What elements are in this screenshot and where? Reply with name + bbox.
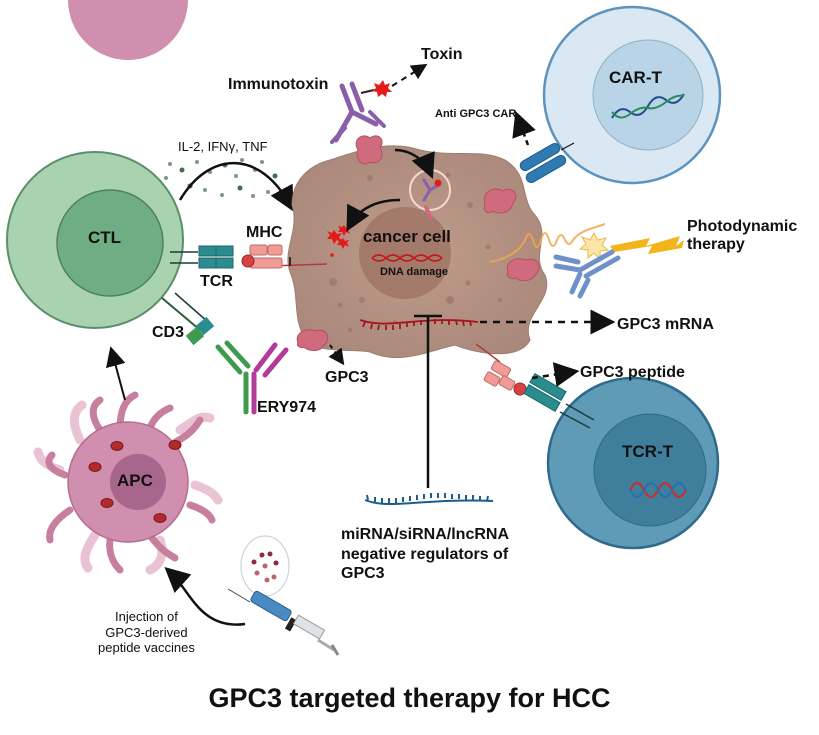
car-t-cell [542, 5, 722, 185]
gpc3-mrna [359, 319, 479, 331]
rna-regulators-label: miRNA/siRNA/lncRNA negative regulators o… [341, 526, 510, 583]
mhc-complex [241, 244, 283, 269]
mhc-peptide-complex [483, 360, 527, 396]
cancer-nucleus [359, 207, 451, 299]
regulatory-rna [364, 493, 494, 506]
tcr-t-receptor [523, 372, 595, 429]
light-wave [489, 223, 606, 263]
cancer-vesicles [329, 172, 502, 333]
dna-damage-helix [371, 254, 443, 262]
internalization-arrow [394, 148, 435, 179]
gpc3-mrna-label: GPC3 mRNA [617, 316, 714, 333]
apc-nucleus [110, 454, 166, 510]
car-arrow [512, 110, 536, 146]
ctl-cell [6, 151, 184, 329]
gpc3-peptide-label: GPC3 peptide [580, 364, 685, 381]
tcr-label: TCR [200, 273, 233, 290]
tcr-t-nucleus [593, 413, 707, 527]
car-t-dna [611, 93, 685, 119]
dna-damage-label: DNA damage [380, 266, 449, 278]
tcr-t-dna [629, 482, 687, 498]
immunotoxin-antibody [330, 81, 386, 144]
mhc-label: MHC [246, 224, 283, 241]
apc-label: APC [117, 471, 153, 490]
tcr-t-label: TCR-T [622, 442, 673, 461]
cytokines-label: IL-2, IFNγ, TNF [178, 139, 268, 154]
peptide-arrow [531, 362, 580, 387]
gpc3-protein [506, 258, 540, 282]
vaccine-arrow [164, 566, 246, 626]
vaccine-label: Injection of GPC3-derived peptide vaccin… [98, 609, 195, 656]
gpc3-label: GPC3 [325, 369, 369, 386]
toxin-dot [434, 179, 442, 187]
tcr-t-cell [546, 376, 720, 550]
figure-title: GPC3 targeted therapy for HCC [208, 683, 611, 713]
photodynamic-antibody [553, 249, 621, 299]
apc-granules [88, 440, 182, 523]
ctl-label: CTL [88, 228, 122, 247]
gpc3-protein [483, 188, 517, 214]
lightning-icon [610, 236, 684, 254]
anti-gpc3-car-label: Anti GPC3 CAR [435, 108, 517, 120]
internalized-gpc3 [424, 205, 433, 220]
gpc3-protein [355, 135, 383, 165]
apc-dendrites-back [33, 400, 223, 575]
cytokine-arrow [178, 161, 294, 212]
apc-cell [33, 0, 223, 575]
tcr-complex [170, 245, 234, 269]
gpc3-arrow [328, 344, 345, 366]
car-t-nucleus [592, 39, 704, 151]
anti-gpc3-car [519, 142, 567, 183]
ery974-label: ERY974 [257, 399, 316, 416]
gpc3-protein [296, 329, 329, 351]
toxin-arrow [391, 63, 428, 87]
toxin-release-arrow [346, 198, 401, 232]
ery974-bispecific-antibody [215, 340, 289, 415]
car-t-label: CAR-T [609, 68, 662, 87]
photosensitizer-star [578, 231, 610, 261]
syringe-icon [227, 588, 340, 656]
toxin-label: Toxin [421, 46, 463, 63]
toxin-star [372, 80, 392, 97]
cd3-label: CD3 [152, 324, 185, 341]
gpc3-surface-proteins [296, 135, 540, 351]
cancer-cell [269, 145, 548, 359]
cancer-cell-label: cancer cell [363, 227, 451, 246]
apc-to-ctl-arrow [106, 346, 126, 401]
ctl-nucleus [56, 189, 164, 297]
cd3-complex [161, 292, 215, 346]
peptides [251, 551, 279, 583]
photodynamic-therapy-label: Photodynamic therapy [687, 218, 798, 253]
internalized-immunotoxin [422, 178, 439, 202]
immunotoxin-label: Immunotoxin [228, 76, 329, 93]
